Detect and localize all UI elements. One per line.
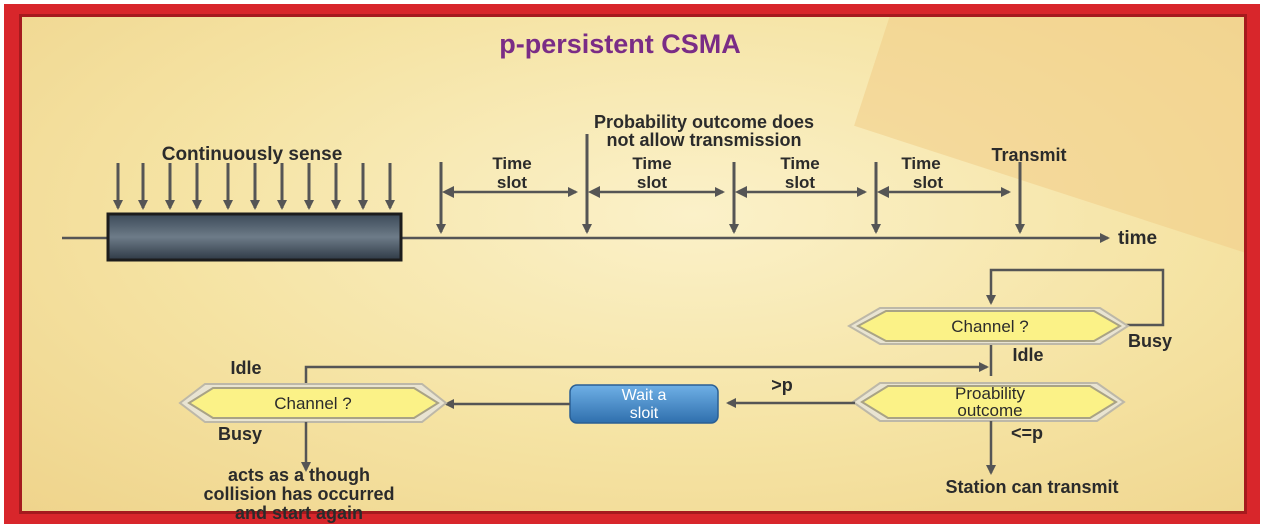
idle-left-arrow xyxy=(304,362,989,384)
slide-panel xyxy=(19,14,1247,514)
channel-left-label: Channel ? xyxy=(274,394,352,413)
time-slot-3-line2: slot xyxy=(785,173,816,192)
continuously-sense-label: Continuously sense xyxy=(162,144,343,165)
idle-right-label: Idle xyxy=(1012,345,1043,365)
collision-line3: and start again xyxy=(235,503,363,523)
transmit-label: Transmit xyxy=(991,145,1066,165)
time-slot-2-line2: slot xyxy=(637,173,668,192)
time-slot-1-line2: slot xyxy=(497,173,528,192)
busy-channel-block xyxy=(106,212,403,262)
collision-line1: acts as a though xyxy=(228,465,370,485)
busy-left-label: Busy xyxy=(218,424,262,444)
gt-p-label: >p xyxy=(771,375,793,395)
time-axis-label: time xyxy=(1118,228,1157,249)
time-slot-2-line1: Time xyxy=(632,154,671,173)
le-p-label: <=p xyxy=(1011,423,1043,443)
wait-slot-line2: sloit xyxy=(630,405,659,422)
probability-hexagon[interactable] xyxy=(860,385,1118,419)
channel-left-hexagon[interactable] xyxy=(187,387,440,419)
busy-loop-arrow xyxy=(986,268,1165,327)
channel-right-hexagon[interactable] xyxy=(855,310,1123,342)
busy-right-label: Busy xyxy=(1128,331,1172,351)
wait-slot-line1: Wait a xyxy=(622,387,667,404)
idle-left-label: Idle xyxy=(230,358,261,378)
probability-label-line2: not allow transmission xyxy=(606,130,801,150)
probability-label-line1: Probability outcome does xyxy=(594,112,814,132)
time-slot-4-line1: Time xyxy=(901,154,940,173)
collision-line2: collision has occurred xyxy=(203,484,394,504)
probability-outcome-line1: Proability xyxy=(955,384,1025,403)
time-slot-1-line1: Time xyxy=(492,154,531,173)
page-title: p-persistent CSMA xyxy=(499,29,741,59)
time-slot-4-line2: slot xyxy=(913,173,944,192)
channel-right-label: Channel ? xyxy=(951,317,1029,336)
probability-outcome-line2: outcome xyxy=(957,401,1022,420)
station-transmit-label: Station can transmit xyxy=(945,477,1118,497)
sense-arrows xyxy=(113,163,395,210)
time-slot-3-line1: Time xyxy=(780,154,819,173)
